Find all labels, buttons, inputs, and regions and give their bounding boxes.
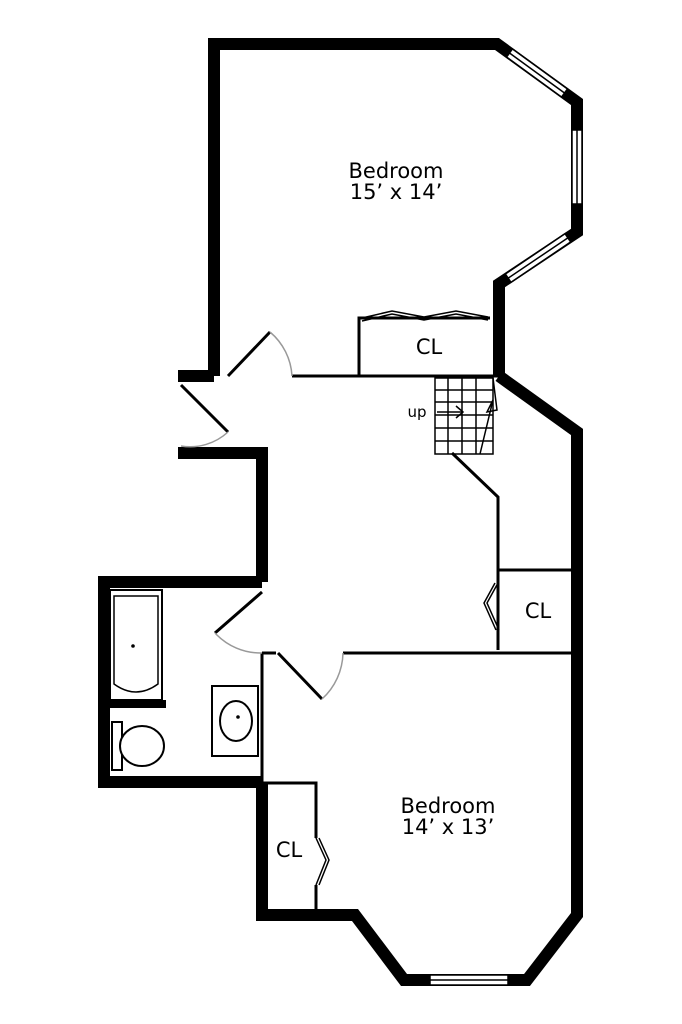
bathtub bbox=[109, 589, 163, 701]
closet-door-top bbox=[361, 310, 489, 322]
room-label-bedroom-bottom: Bedroom 14’ x 13’ bbox=[378, 796, 518, 838]
closet-label-top: CL bbox=[415, 335, 443, 359]
window-bottom-diag bbox=[504, 232, 572, 284]
window-top-diag bbox=[505, 47, 569, 99]
room-label-bedroom-top: Bedroom 15’ x 14’ bbox=[330, 161, 462, 203]
bedroom-bottom-door bbox=[276, 651, 344, 701]
room-name: Bedroom bbox=[348, 159, 444, 183]
tub-drain bbox=[131, 644, 135, 648]
closet-door-right bbox=[483, 582, 500, 631]
entry-door bbox=[179, 383, 230, 448]
bathroom-door bbox=[214, 590, 263, 654]
closet-door-bottom-left bbox=[315, 837, 330, 886]
closet-label-right: CL bbox=[524, 599, 552, 623]
wall-right bbox=[256, 371, 583, 986]
closet-label-bottom-left: CL bbox=[275, 838, 303, 862]
interior-walls bbox=[260, 316, 572, 915]
toilet bbox=[111, 721, 165, 771]
room-dimensions: 14’ x 13’ bbox=[401, 815, 495, 839]
wall-bathroom bbox=[98, 576, 262, 788]
room-name: Bedroom bbox=[400, 794, 496, 818]
windows bbox=[429, 47, 583, 986]
sink bbox=[211, 685, 259, 757]
window-top-right bbox=[571, 129, 583, 205]
window-bottom bbox=[429, 974, 509, 986]
bedroom-top-door bbox=[226, 330, 293, 378]
stairs-direction-label: up bbox=[407, 403, 427, 421]
wall-left-upper bbox=[178, 447, 268, 582]
wall-top-bedroom bbox=[208, 38, 583, 376]
stairs bbox=[434, 377, 498, 455]
room-dimensions: 15’ x 14’ bbox=[349, 180, 443, 204]
